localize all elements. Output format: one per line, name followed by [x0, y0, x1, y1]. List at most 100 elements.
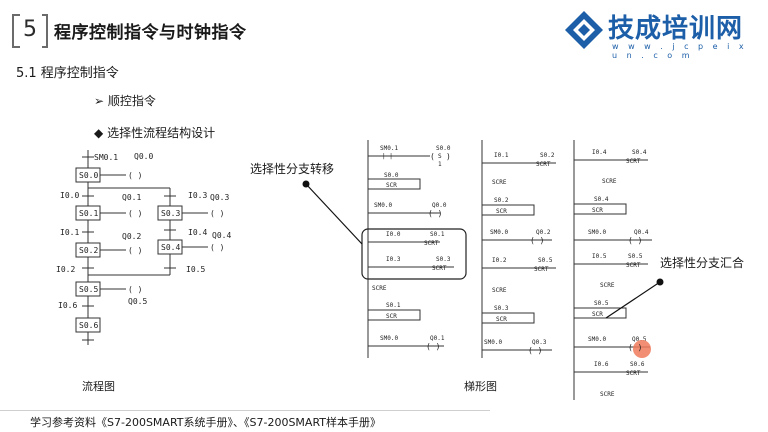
ladder-contact-label: I0.0 — [386, 231, 401, 238]
ladder-contact-label: SM0.0 — [374, 202, 392, 209]
ladder-coil-label: S0.5 — [628, 253, 643, 260]
logo: 技成培训网 w w w . j c p e i x u n . c o m — [564, 6, 760, 60]
sfc-transition-label: I0.3 — [188, 191, 207, 200]
ladder-contact-label: SM0.0 — [484, 339, 502, 346]
bullet-sequence-instr: ➢ 顺控指令 — [94, 92, 156, 109]
coil-glyph: ( ) — [628, 236, 642, 245]
ladder-coil-label: S0.2 — [540, 152, 555, 159]
bullet-text: 顺控指令 — [107, 94, 156, 108]
ladder-coil-count: 1 — [438, 161, 442, 168]
sfc-output-label: Q0.3 — [210, 193, 229, 202]
coil-glyph: ( ) — [128, 246, 142, 255]
ladder-scr-label: S0.1 — [386, 302, 401, 309]
ladder-scrt-text: SCRT — [424, 240, 439, 247]
ladder-coil-label: Q0.5 — [632, 336, 647, 343]
ladder-contact-label: I0.3 — [386, 256, 401, 263]
ladder-scr-text: SCR — [496, 208, 507, 215]
ladder-scrt-text: SCRT — [536, 161, 551, 168]
ladder-scr-text: SCR — [386, 182, 397, 189]
ladder-scr-box — [481, 204, 535, 216]
header-number: 5 — [23, 17, 37, 42]
coil-glyph: ( ) — [128, 171, 142, 180]
footer-reference: 学习参考资料《S7-200SMART系统手册》、《S7-200SMART样本手册… — [30, 416, 382, 429]
sfc-flowchart: SM0.1 S0.0 Q0.0 ( ) I0.0 S0.1 Q0.1 ( ) I… — [56, 150, 231, 345]
ladder-scr-text: SCR — [386, 313, 397, 320]
ladder-scr-label: S0.4 — [594, 196, 609, 203]
sfc-output-label: Q0.1 — [122, 193, 141, 202]
ladder-coil-type: S — [438, 153, 442, 160]
header-number-frame — [12, 13, 48, 49]
sfc-step-label: S0.2 — [79, 246, 98, 255]
ladder-coil-label: Q0.3 — [532, 339, 547, 346]
sfc-output-label: Q0.2 — [122, 232, 141, 241]
ladder-scr-label: S0.3 — [494, 305, 509, 312]
sfc-step-label: S0.1 — [79, 209, 98, 218]
bullet-marker-arrow: ➢ — [94, 94, 105, 108]
ladder-contact-label: I0.2 — [492, 257, 507, 264]
bullet-text: 选择性流程结构设计 — [107, 126, 216, 140]
ladder-contact-label: I0.5 — [592, 253, 607, 260]
ladder-scr-box — [367, 309, 421, 321]
page-title: 程序控制指令与时钟指令 — [54, 23, 247, 43]
coil-glyph: ( ) — [628, 343, 642, 352]
callout-dot — [656, 278, 664, 286]
ladder-coil-label: S0.3 — [436, 256, 451, 263]
ladder-contact-label: SM0.0 — [588, 336, 606, 343]
ladder-scr-box — [367, 178, 421, 190]
ladder-coil-label: Q0.2 — [536, 229, 551, 236]
coil-glyph: ( — [430, 152, 435, 161]
ladder-scr-text: SCR — [592, 207, 603, 214]
ladder-coil-label: S0.1 — [430, 231, 445, 238]
coil-glyph: ( ) — [530, 236, 544, 245]
ladder-scr-text: SCR — [496, 316, 507, 323]
ladder-contact-label: SM0.0 — [588, 229, 606, 236]
sfc-output-label: Q0.4 — [212, 231, 231, 240]
ladder-coil-label: S0.6 — [630, 361, 645, 368]
ladder-scre-text: SCRE — [372, 285, 387, 292]
sfc-step-label: S0.6 — [79, 321, 98, 330]
bullet-marker-diamond: ◆ — [94, 126, 104, 140]
callout-pointer-merge — [605, 281, 661, 319]
coil-glyph: ) — [446, 152, 451, 161]
sfc-transition-label: I0.2 — [56, 265, 75, 274]
callout-branch-merge: 选择性分支汇合 — [660, 254, 745, 271]
ladder-coil-label: S0.4 — [632, 149, 647, 156]
ladder-column-1: SM0.1 | | S0.0 ( S ) 1 S0.0 SCR SM0.0 Q0… — [361, 140, 467, 358]
ladder-scr-text: SCR — [592, 311, 603, 318]
ladder-scre-text: SCRE — [492, 287, 507, 294]
ladder-contact-label: I0.4 — [592, 149, 607, 156]
callout-branch-transfer: 选择性分支转移 — [250, 160, 335, 177]
sfc-transition-label: I0.6 — [58, 301, 77, 310]
sfc-transition-label: SM0.1 — [94, 153, 118, 162]
callout-pointer-transfer — [305, 183, 363, 245]
sfc-output-label: Q0.5 — [128, 297, 147, 306]
ladder-scr-label: S0.2 — [494, 197, 509, 204]
ladder-scrt-text: SCRT — [626, 370, 641, 377]
bullet-selective-flow: ◆ 选择性流程结构设计 — [94, 124, 215, 141]
sfc-output-label: Q0.0 — [134, 152, 153, 161]
ladder-coil-label: Q0.0 — [432, 202, 447, 209]
coil-glyph: ( ) — [528, 346, 542, 355]
sfc-step-label: S0.4 — [161, 243, 180, 252]
sfc-transition-label: I0.1 — [60, 228, 79, 237]
cursor-highlight — [633, 340, 651, 358]
coil-glyph: ( ) — [426, 342, 440, 351]
branch-transfer-highlight — [361, 228, 467, 280]
ladder-contact-label: SM0.1 — [380, 145, 398, 152]
caption-flowchart: 流程图 — [82, 380, 115, 393]
ladder-scr-box — [573, 203, 627, 215]
ladder-contact-label: SM0.0 — [380, 335, 398, 342]
ladder-scr-label: S0.5 — [594, 300, 609, 307]
ladder-coil-label: Q0.1 — [430, 335, 445, 342]
contact-glyph: | | — [382, 153, 393, 160]
coil-glyph: ( ) — [210, 209, 224, 218]
ladder-column-3: I0.4 S0.4 SCRT SCRE S0.4 SCR SM0.0 Q0.4 … — [573, 140, 652, 400]
ladder-scrt-text: SCRT — [626, 262, 641, 269]
coil-glyph: ( ) — [428, 209, 442, 218]
sfc-transition-label: I0.0 — [60, 191, 79, 200]
footer-divider — [0, 410, 490, 411]
ladder-scrt-text: SCRT — [432, 265, 447, 272]
sfc-step-label: S0.3 — [161, 209, 180, 218]
callout-dot — [302, 180, 310, 188]
